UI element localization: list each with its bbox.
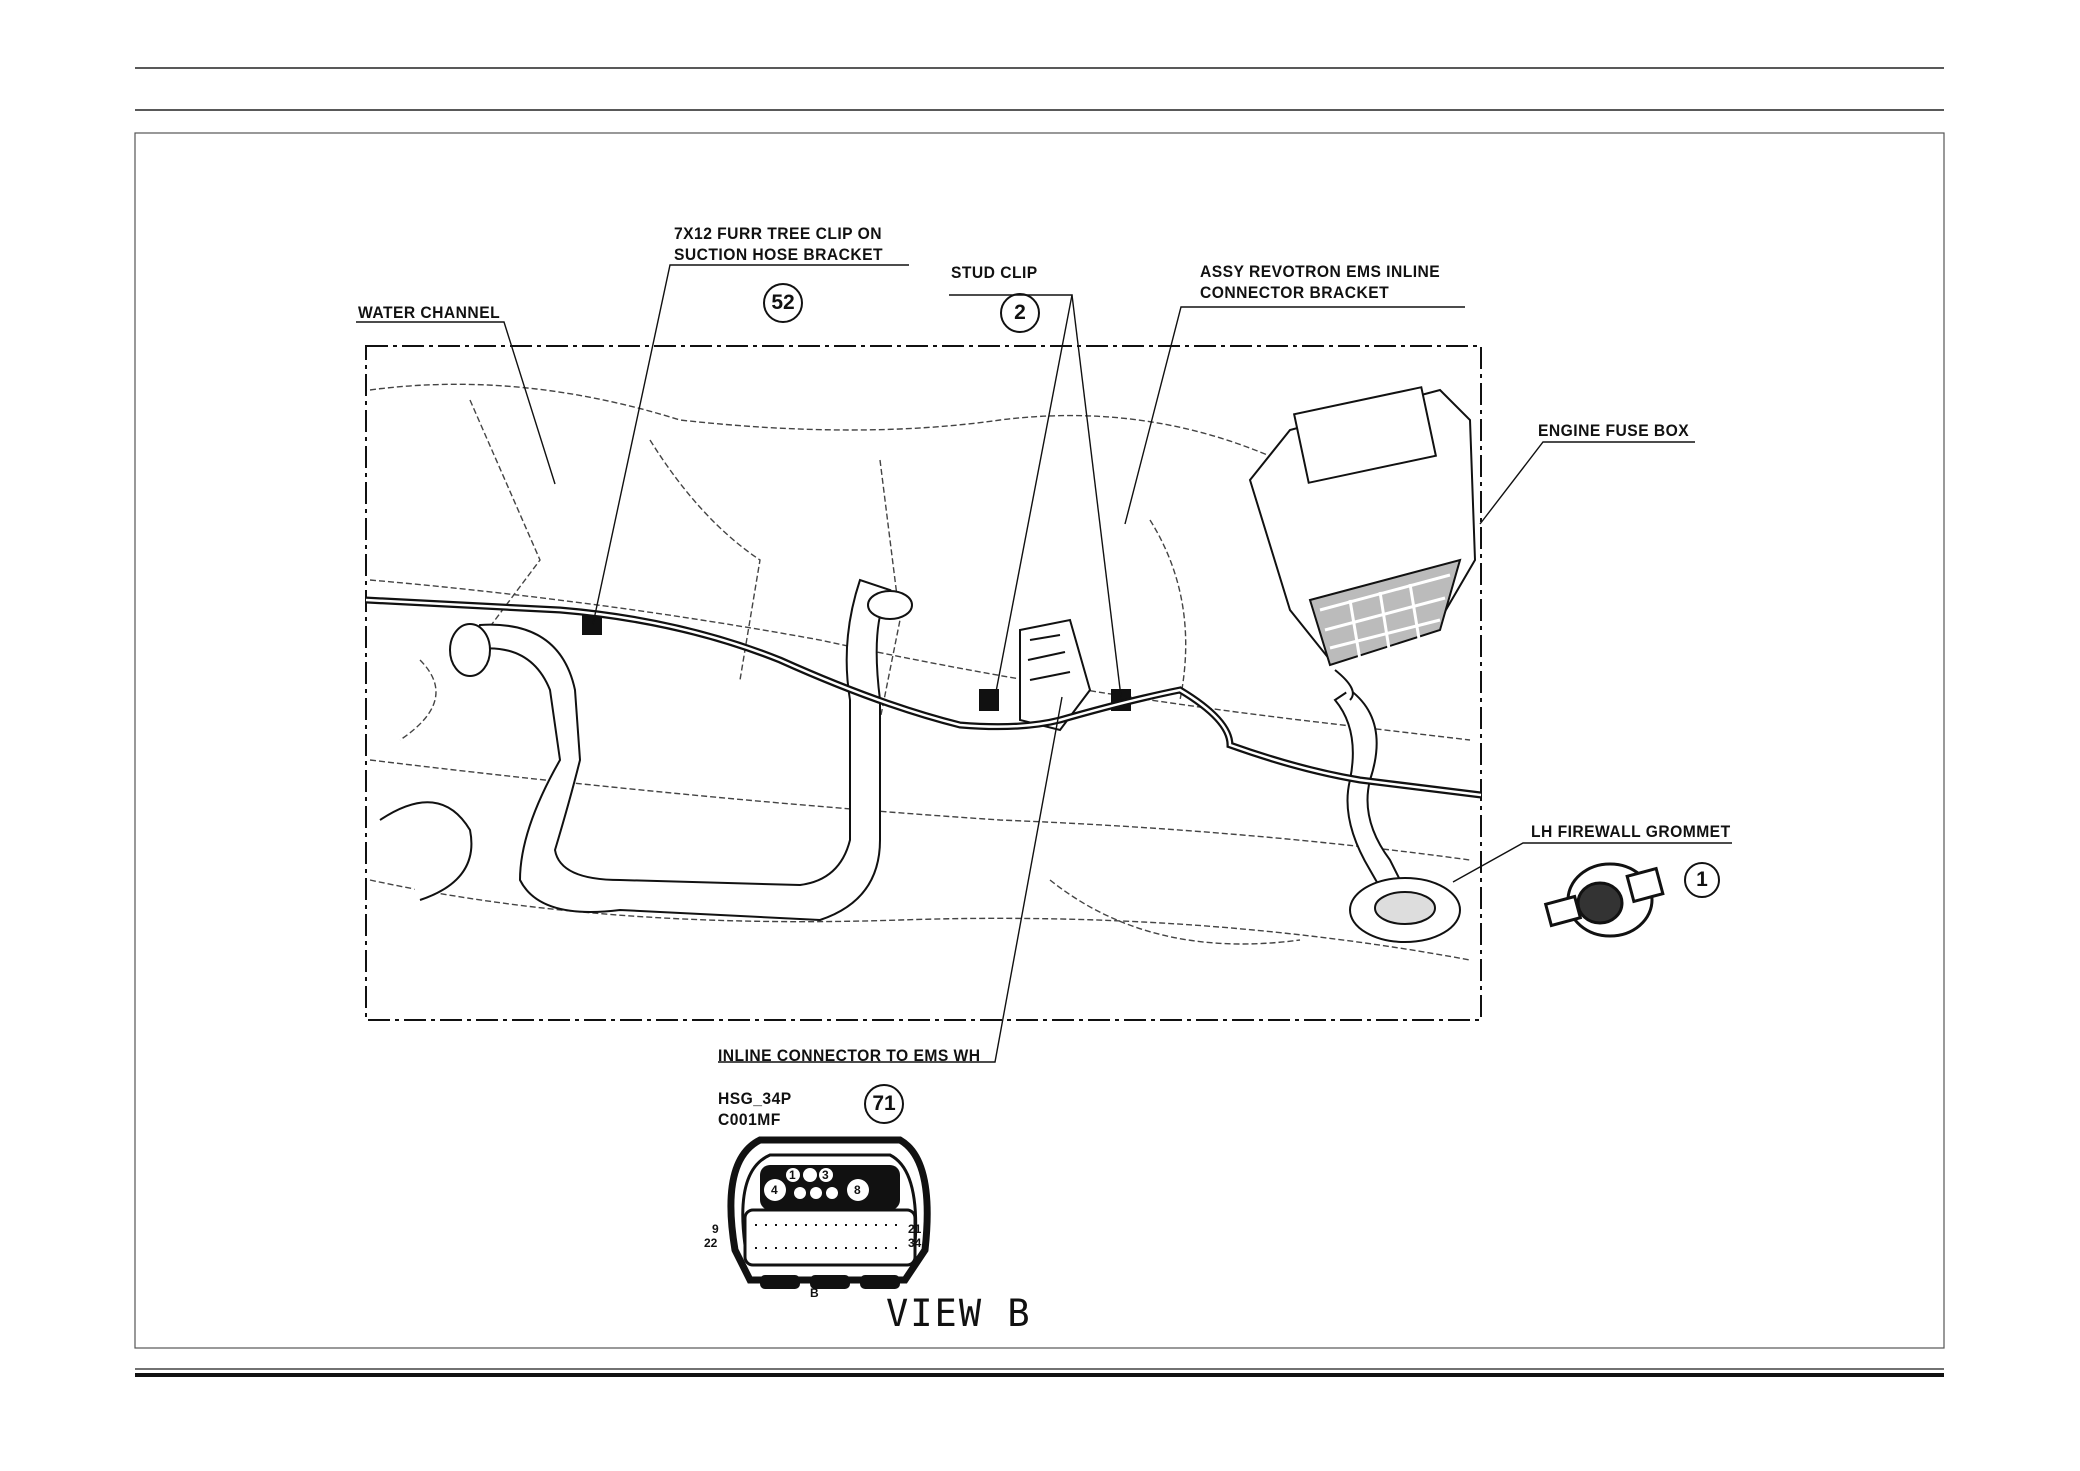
label-housing-line1: HSG_34P [718, 1089, 792, 1108]
connector-key-label: B [810, 1286, 819, 1300]
pin-label-1: 1 [789, 1168, 796, 1182]
connector-face-icon [727, 1136, 931, 1289]
callout-1: 1 [1684, 862, 1720, 898]
pin-label-21: 21 [908, 1222, 922, 1236]
pin-label-4: 4 [771, 1183, 778, 1197]
label-lh-firewall-grommet: LH FIREWALL GROMMET [1531, 822, 1731, 841]
sheet-frame [134, 132, 1945, 1349]
leader-lines [356, 264, 1732, 1063]
pin-label-9: 9 [712, 1222, 719, 1236]
view-boundary [365, 345, 1482, 1021]
label-stud-clip: STUD CLIP [951, 263, 1038, 282]
callout-2: 2 [1000, 293, 1040, 333]
label-engine-fuse-box: ENGINE FUSE BOX [1538, 421, 1690, 440]
pin-label-3: 3 [822, 1168, 829, 1182]
label-housing-line2: C001MF [718, 1110, 781, 1129]
pin-label-8: 8 [854, 1183, 861, 1197]
label-furr-clip-line2: SUCTION HOSE BRACKET [674, 245, 884, 264]
pin-label-22: 22 [704, 1236, 718, 1250]
grommet-part-icon [1543, 862, 1665, 938]
label-inline-connector: INLINE CONNECTOR TO EMS WH [718, 1046, 981, 1065]
label-water-channel: WATER CHANNEL [358, 303, 501, 322]
callout-71: 71 [864, 1084, 904, 1124]
label-furr-clip-line1: 7X12 FURR TREE CLIP ON [674, 224, 882, 243]
label-bracket-line1: ASSY REVOTRON EMS INLINE [1200, 262, 1441, 281]
callout-52: 52 [763, 283, 803, 323]
view-title: VIEW B [886, 1292, 1032, 1335]
label-bracket-line2: CONNECTOR BRACKET [1200, 283, 1390, 302]
engine-bay-illustration [365, 383, 1482, 961]
pin-label-34: 34 [908, 1236, 922, 1250]
